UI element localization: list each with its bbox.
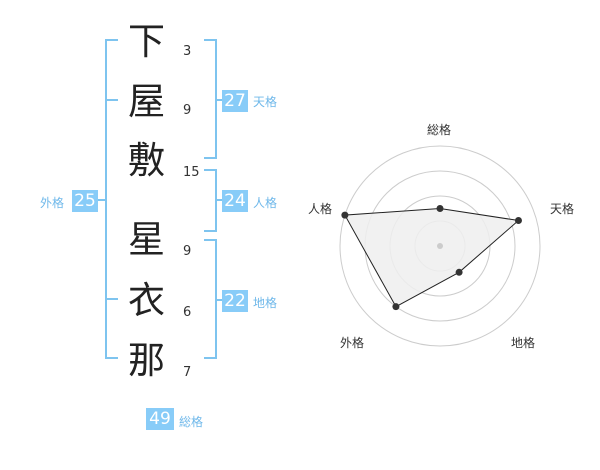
- surname-stroke-2: 9: [183, 103, 192, 118]
- given-char-2: 衣: [128, 279, 165, 322]
- soukaku-value: 49: [146, 408, 174, 430]
- jinkaku-bracket: [204, 169, 222, 232]
- tenkaku-bracket: [204, 39, 222, 159]
- given-char-1: 星: [128, 218, 165, 261]
- surname-stroke-1: 3: [183, 44, 192, 59]
- given-char-3: 那: [128, 339, 165, 382]
- radar-axis-label-chikaku: 地格: [511, 336, 536, 350]
- radar-point-3: [455, 268, 463, 276]
- surname-char-1: 下: [128, 20, 165, 63]
- surname-stroke-3: 15: [183, 165, 200, 180]
- soukaku-label: 総格: [179, 415, 204, 429]
- radar-grid-ring: [339, 145, 541, 347]
- radar-chart: [339, 145, 541, 347]
- radar-center-dot: [437, 243, 443, 249]
- given-stroke-2: 6: [183, 305, 192, 320]
- chikaku-bracket: [204, 239, 222, 359]
- radar-series-polygon: [344, 207, 520, 308]
- chikaku-value: 22: [222, 290, 248, 312]
- chikaku-label: 地格: [253, 296, 278, 310]
- surname-char-3: 敷: [128, 139, 165, 182]
- gaikaku-label: 外格: [40, 196, 65, 210]
- tenkaku-label: 天格: [253, 95, 278, 109]
- radar-axis-label-gaikaku: 外格: [340, 336, 365, 350]
- radar-axis-label-tenkaku: 天格: [550, 202, 575, 216]
- radar-axis-label-soukaku: 総格: [427, 123, 452, 137]
- jinkaku-label: 人格: [253, 196, 278, 210]
- tenkaku-value: 27: [222, 90, 248, 112]
- radar-point-2: [514, 217, 522, 225]
- radar-point-5: [341, 211, 349, 219]
- jinkaku-value: 24: [222, 190, 248, 212]
- surname-char-2: 屋: [128, 80, 165, 123]
- gaikaku-bracket: [105, 39, 118, 359]
- given-stroke-1: 9: [183, 244, 192, 259]
- radar-point-4: [392, 303, 400, 311]
- gaikaku-value: 25: [72, 190, 98, 212]
- radar-axis-label-jinkaku: 人格: [308, 202, 333, 216]
- given-stroke-3: 7: [183, 365, 192, 380]
- radar-point-1: [436, 205, 444, 212]
